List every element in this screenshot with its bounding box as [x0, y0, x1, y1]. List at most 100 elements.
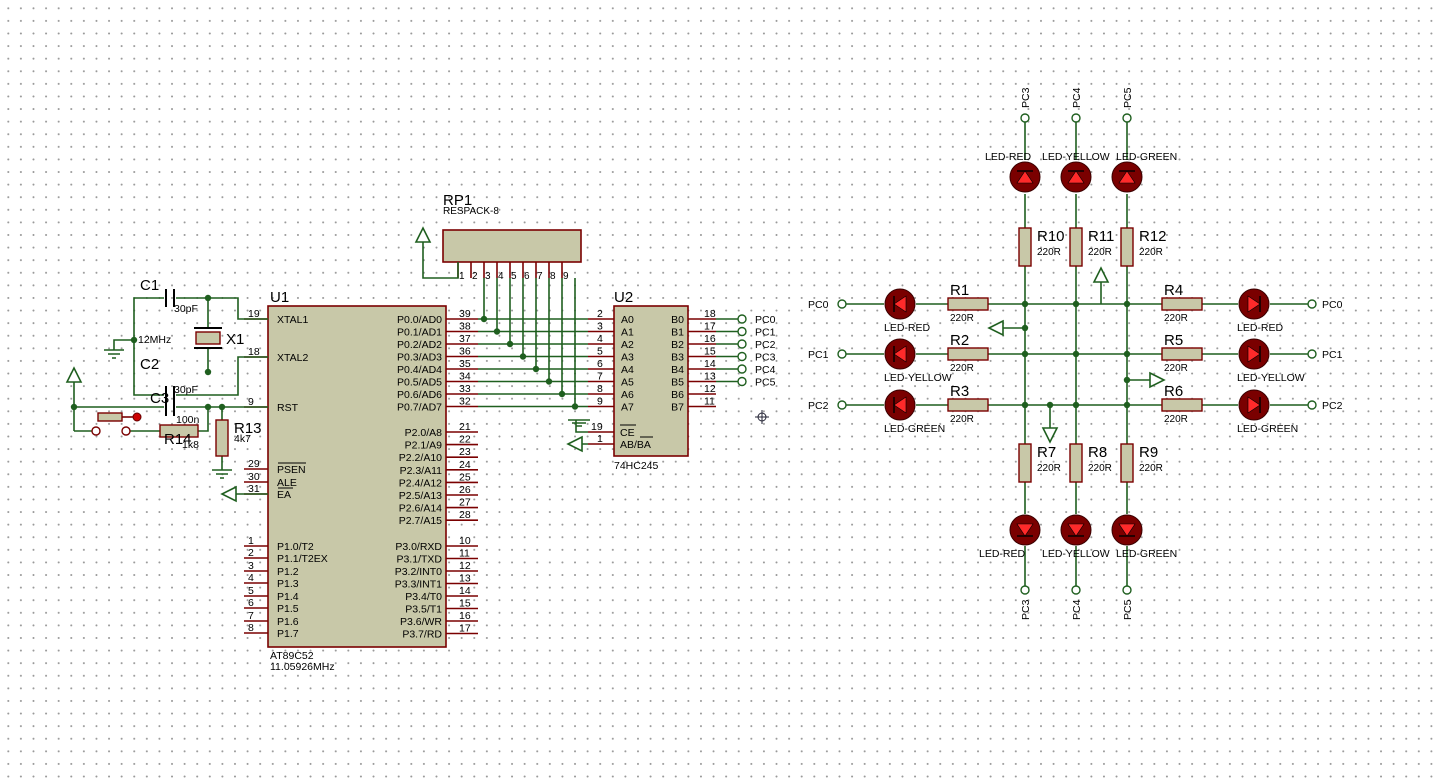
resistor-value: 220R [1037, 463, 1061, 474]
terminal-icon[interactable] [1122, 113, 1132, 123]
u1-right-pin-num: 10 [459, 535, 471, 547]
c1-ref: C1 [140, 277, 159, 294]
rp1-pin-num: 4 [498, 271, 504, 282]
power-arrow [1092, 266, 1110, 283]
u1-left-pin-name: XTAL2 [277, 352, 308, 364]
terminal-icon[interactable] [1122, 585, 1132, 595]
reset-button-cap[interactable] [97, 412, 123, 422]
terminal-icon[interactable] [737, 326, 747, 337]
rp1-power-arrow [414, 226, 432, 243]
r13-ground-wire [212, 407, 232, 479]
u2-a-pin-num: 9 [597, 396, 603, 408]
u1-left-pin-num: 1 [248, 535, 254, 547]
led-icon[interactable] [884, 288, 916, 320]
resistor-ref: R5 [1164, 332, 1183, 349]
terminal-icon[interactable] [737, 339, 747, 349]
u2-output-label: PC2 [755, 339, 776, 351]
terminal-icon[interactable] [1020, 585, 1030, 595]
led-icon[interactable] [1111, 161, 1143, 193]
terminal-icon[interactable] [1020, 113, 1030, 123]
terminal-icon[interactable] [1307, 349, 1317, 359]
u2-a-pin-name: A5 [621, 377, 634, 389]
u1-right-pin-num: 24 [459, 459, 471, 471]
led-icon[interactable] [1238, 389, 1270, 421]
resistor-ref: R11 [1088, 228, 1114, 245]
junction [1021, 401, 1029, 409]
u1-ref: U1 [270, 289, 289, 306]
c2-ref: C2 [140, 356, 159, 373]
led-icon[interactable] [884, 389, 916, 421]
u1-right-pin-num: 27 [459, 497, 471, 509]
resistor-body [1161, 347, 1203, 361]
u2-a-pin-name: A2 [621, 339, 634, 351]
led-icon[interactable] [1238, 288, 1270, 320]
u1-right-pin-num: 34 [459, 371, 471, 383]
u1-left-pin-num: 9 [248, 396, 254, 408]
led-icon[interactable] [1060, 161, 1092, 193]
terminal-icon[interactable] [837, 400, 847, 410]
terminal-icon[interactable] [1307, 299, 1317, 309]
terminal-icon[interactable] [837, 349, 847, 359]
u1-left-pin-num: 19 [248, 308, 260, 320]
u1-right-pin-num: 12 [459, 560, 471, 572]
power-arrow [1149, 371, 1166, 389]
reset-circuit[interactable]: C3 100n R13 4k7 R14 1k8 [65, 366, 268, 503]
resistor-value: 220R [950, 414, 974, 425]
terminal-icon[interactable] [737, 364, 747, 374]
u2-b-pin-num: 16 [704, 333, 716, 345]
u1-right-pin-num: 21 [459, 421, 471, 433]
terminal-icon[interactable] [1071, 113, 1081, 123]
u1-right-pin-name: P2.7/A15 [399, 515, 442, 527]
u2-output-label: PC5 [755, 377, 776, 389]
u1-right-pin-name: P3.2/INT0 [395, 566, 442, 578]
led-icon[interactable] [1009, 161, 1041, 193]
u1-right-pin-name: P3.5/T1 [405, 604, 442, 616]
u2-part: 74HC245 [614, 460, 659, 472]
u1-right-pin-num: 14 [459, 585, 471, 597]
left-terminal-label: PC0 [808, 299, 829, 311]
u1-part: AT89C52 [270, 650, 314, 662]
junction [1021, 350, 1029, 358]
u2-b-pin-num: 11 [704, 396, 715, 408]
r13-body [215, 419, 229, 457]
terminal-icon[interactable] [737, 376, 747, 387]
oscillator-circuit[interactable]: C1 30pF C2 30pF X1 12MHz [104, 277, 268, 404]
terminal-icon[interactable] [737, 351, 747, 362]
terminal-icon[interactable] [1071, 585, 1081, 595]
u1-right-pin-name: P2.0/A8 [405, 427, 443, 439]
terminal-icon[interactable] [1307, 400, 1317, 410]
left-led-label: LED-GREEN [884, 423, 945, 435]
ea-power-arrow [220, 485, 237, 503]
bottom-terminal-label: PC3 [1020, 599, 1032, 620]
u1-right-pin-name: P3.0/RXD [395, 541, 442, 553]
terminal-icon[interactable] [837, 299, 847, 309]
resistor-body [1120, 443, 1134, 483]
junction [218, 403, 226, 411]
led-icon[interactable] [884, 338, 916, 370]
u1-right-pin-name: P0.2/AD2 [397, 339, 442, 351]
u1-right-pin-name: P0.5/AD5 [397, 377, 442, 389]
u1-body [267, 305, 447, 648]
terminal-icon[interactable] [737, 314, 747, 324]
u1-right-pin-name: P0.3/AD3 [397, 352, 442, 364]
led-icon[interactable] [1111, 514, 1143, 546]
u1-left-pin-name: P1.3 [277, 578, 299, 590]
junction [1123, 401, 1131, 409]
u2-a-pin-num: 7 [597, 371, 603, 383]
u1-right-pin-name: P3.3/INT1 [395, 579, 442, 591]
u2-b-pin-num: 17 [704, 321, 716, 333]
button-contact [91, 426, 101, 436]
junction [571, 403, 579, 410]
u1-right-pin-name: P0.1/AD1 [397, 327, 442, 339]
led-icon[interactable] [1060, 514, 1092, 546]
rp1-pin-num: 8 [550, 271, 556, 282]
led-icon[interactable] [1238, 338, 1270, 370]
resistor-ref: R12 [1139, 228, 1167, 245]
led-icon[interactable] [1009, 514, 1041, 546]
resistor-ref: R1 [950, 282, 969, 299]
